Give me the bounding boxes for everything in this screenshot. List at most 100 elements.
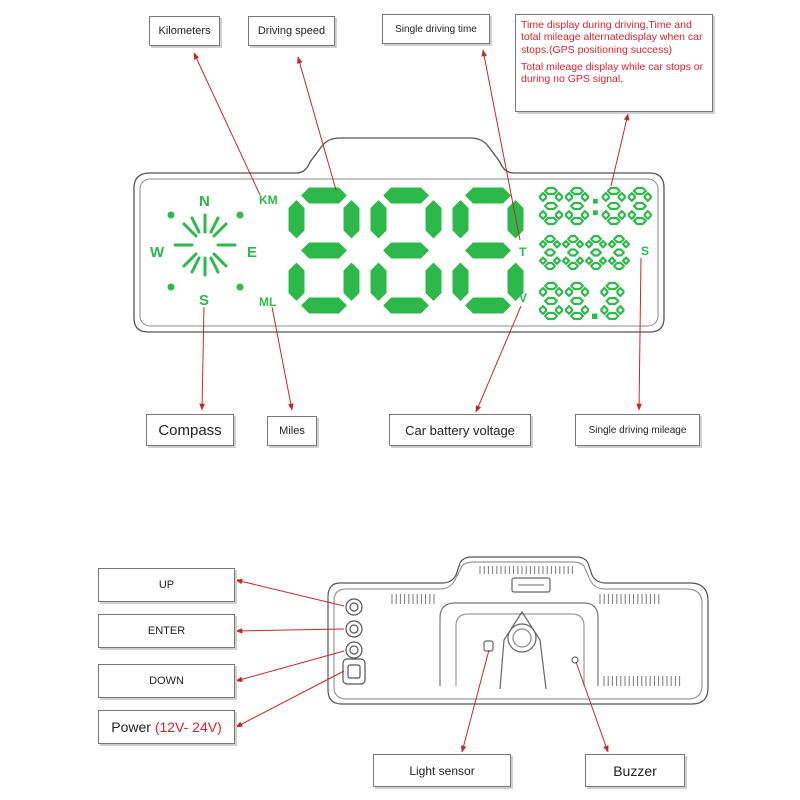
lcd-segment xyxy=(607,240,617,249)
voltage-digits xyxy=(538,281,625,321)
lcd-segment xyxy=(627,210,636,220)
label-compass: Compass xyxy=(146,414,234,446)
lcd-segment xyxy=(605,281,620,291)
lcd-segment xyxy=(569,201,585,211)
label-power-text: Power xyxy=(111,719,155,735)
mileage-digits xyxy=(538,234,631,271)
lcd-segment xyxy=(569,216,585,226)
lcd-segment xyxy=(566,248,580,257)
lcd-segment xyxy=(543,186,559,196)
label-single-driving-mileage: Single driving mileage xyxy=(575,414,700,446)
label-enter-button: ENTER xyxy=(98,614,235,648)
lcd-segment xyxy=(554,192,564,202)
unit-v: V xyxy=(519,291,528,305)
compass-south: S xyxy=(199,292,210,309)
label-up-button: UP xyxy=(98,568,235,602)
lcd-segment xyxy=(543,234,557,244)
note-time-display-line2: Total mileage display while car stops or… xyxy=(521,60,704,86)
lcd-segment xyxy=(465,297,511,314)
lcd-segment xyxy=(288,262,305,301)
compass-west: W xyxy=(150,244,165,261)
rear-device xyxy=(327,556,709,705)
label-kilometers: Kilometers xyxy=(149,16,220,46)
lcd-segment xyxy=(425,200,442,239)
lcd-segment xyxy=(607,256,617,265)
compass-east: E xyxy=(247,244,258,261)
label-power: Power (12V- 24V) xyxy=(98,710,235,744)
label-down-button: DOWN xyxy=(98,664,235,698)
lcd-segment xyxy=(452,200,469,239)
lcd-segment xyxy=(301,242,347,259)
note-time-display-line1: Time display during driving,Time and tot… xyxy=(521,19,703,56)
lcd-segment xyxy=(606,201,621,211)
lcd-segment xyxy=(564,287,574,297)
lcd-segment xyxy=(343,262,360,301)
lcd-segment xyxy=(569,186,585,196)
lcd-segment xyxy=(569,281,585,291)
lcd-segment xyxy=(543,311,559,321)
lcd-segment xyxy=(598,256,608,265)
label-car-battery-voltage: Car battery voltage xyxy=(389,414,531,446)
front-device-inner-outline xyxy=(139,178,659,327)
lcd-segment xyxy=(584,256,594,265)
compass-rays xyxy=(173,213,237,277)
lcd-segment xyxy=(543,201,559,211)
lcd-segment xyxy=(301,187,347,204)
lcd-segment xyxy=(580,305,590,315)
unit-ml: ML xyxy=(259,295,277,309)
unit-t: T xyxy=(519,245,527,259)
lcd-segment xyxy=(383,297,429,314)
label-power-range: (12V- 24V) xyxy=(154,719,222,735)
lcd-segment xyxy=(465,187,511,204)
unit-s: S xyxy=(641,244,650,258)
time-digits xyxy=(538,186,652,226)
lcd-decimal-point xyxy=(592,313,598,319)
front-device-outline xyxy=(133,137,665,333)
lcd-segment xyxy=(554,210,564,220)
lcd-segment xyxy=(601,192,610,202)
lcd-segment xyxy=(621,256,631,265)
lcd-segment xyxy=(507,262,524,301)
lcd-segment xyxy=(605,311,620,321)
lcd-segment xyxy=(538,210,548,220)
compass-dots xyxy=(167,211,244,291)
lcd-segment xyxy=(543,296,559,306)
label-driving-speed: Driving speed xyxy=(248,16,335,46)
lcd-segment xyxy=(370,200,387,239)
label-single-driving-time: Single driving time xyxy=(382,14,490,44)
lcd-segment xyxy=(452,262,469,301)
lcd-segment xyxy=(580,192,590,202)
compass-north: N xyxy=(199,193,210,210)
lcd-segment xyxy=(606,216,621,226)
lcd-segment xyxy=(612,261,626,271)
label-buzzer: Buzzer xyxy=(585,754,685,787)
lcd-segment xyxy=(627,192,636,202)
lcd-segment xyxy=(632,216,647,226)
label-light-sensor: Light sensor xyxy=(373,754,511,787)
lcd-segment xyxy=(370,262,387,301)
lcd-segment xyxy=(600,305,609,315)
lcd-segment xyxy=(589,234,603,244)
lcd-segment xyxy=(288,200,305,239)
lcd-segment xyxy=(566,261,580,271)
lcd-segment xyxy=(566,234,580,244)
lcd-segment xyxy=(343,200,360,239)
lcd-segment xyxy=(598,240,608,249)
lcd-segment xyxy=(580,210,590,220)
lcd-segment xyxy=(538,240,548,249)
lcd-segment xyxy=(643,192,652,202)
lcd-segment xyxy=(561,256,571,265)
lcd-segment xyxy=(552,256,562,265)
lcd-segment xyxy=(569,296,585,306)
lcd-segment xyxy=(584,240,594,249)
lcd-segment xyxy=(575,240,585,249)
lcd-segment xyxy=(465,242,511,259)
lcd-segment xyxy=(575,256,585,265)
lcd-segment xyxy=(606,186,621,196)
lcd-segment xyxy=(600,287,609,297)
lcd-segment xyxy=(383,187,429,204)
lcd-segment xyxy=(383,242,429,259)
lcd-segment xyxy=(554,287,564,297)
lcd-segment xyxy=(538,305,548,315)
lcd-segment xyxy=(543,261,557,271)
